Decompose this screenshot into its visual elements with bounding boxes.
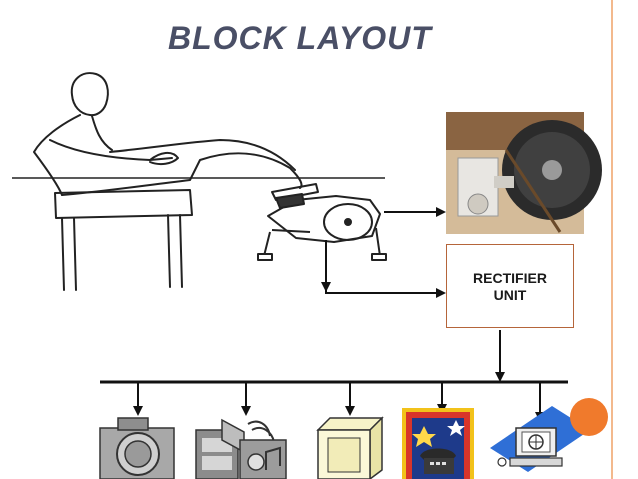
slide-accent-border [611, 0, 613, 479]
pedal-exerciser-icon [257, 193, 387, 261]
person-on-chair-pedaling-icon [33, 72, 319, 291]
decorative-orange-dot [570, 398, 608, 436]
telephone-icon [402, 408, 474, 479]
generator-photo-icon [446, 112, 602, 234]
multimedia-film-icon [195, 418, 287, 479]
rectifier-label-line1: RECTIFIER [473, 270, 547, 286]
rectifier-unit-label: RECTIFIER UNIT [446, 270, 574, 304]
box-icon [316, 416, 384, 479]
rectifier-unit-box [446, 244, 574, 328]
rectifier-label-line2: UNIT [493, 287, 527, 303]
camera-icon [99, 417, 175, 479]
arrow-to-rectifier [325, 240, 446, 298]
computer-icon [490, 406, 590, 472]
slide-title: BLOCK LAYOUT [168, 20, 432, 56]
